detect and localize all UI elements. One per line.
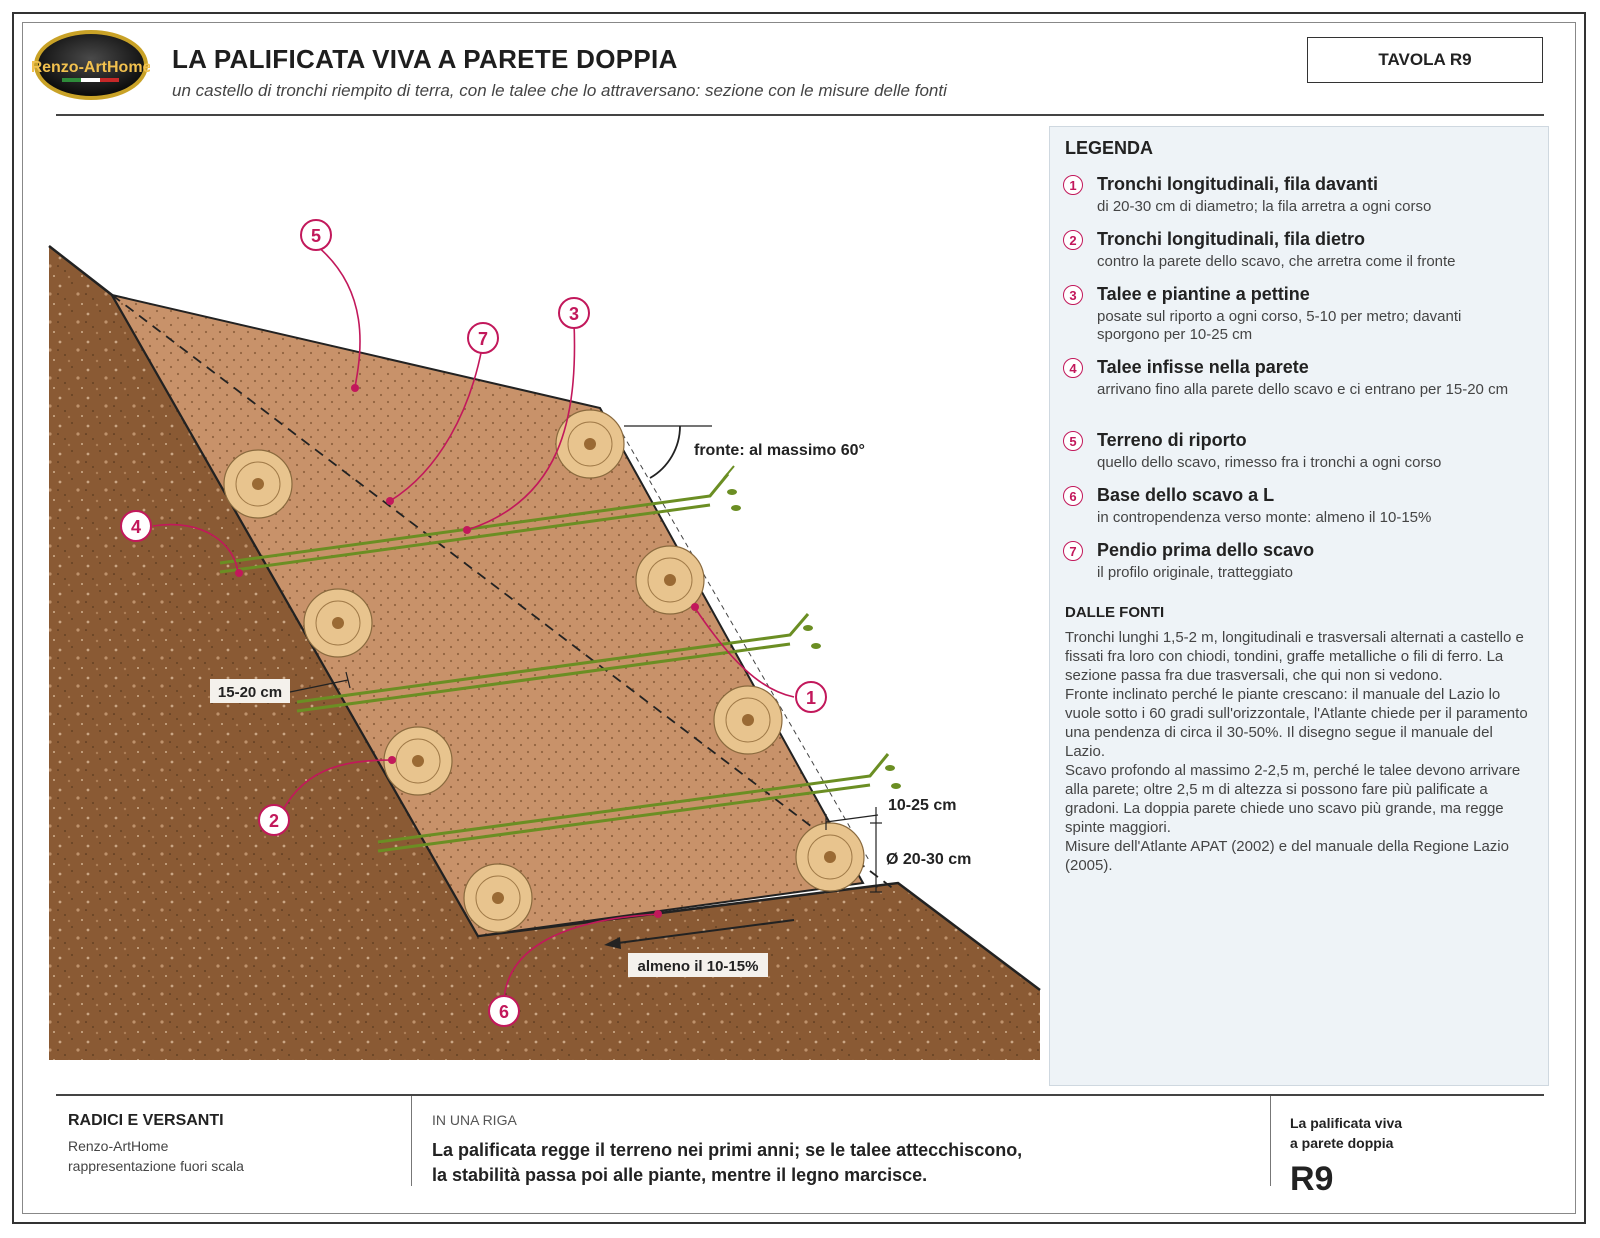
sources-paragraph: Scavo profondo al massimo 2-2,5 m, perch… [1065,762,1521,836]
svg-text:1: 1 [806,688,816,708]
sources-paragraph: Misure dell'Atlante APAT (2002) e del ma… [1065,838,1509,874]
label-slope: almeno il 10-15% [638,958,759,975]
footer-divider [1270,1096,1271,1186]
sources-title: DALLE FONTI [1065,604,1165,621]
cutting-middle [296,613,821,713]
dimension-protrusion: 10-25 cm [825,797,957,830]
svg-text:4: 4 [131,517,141,537]
footer-plate-name-line: La palificata viva [1290,1115,1403,1131]
logo-text: Renzo-ArtHome [32,59,150,76]
svg-text:7: 7 [478,329,488,349]
dimension-penetration: 15-20 cm [210,671,351,703]
outer-frame [12,12,1586,1224]
footer-plate-code: R9 [1290,1160,1334,1198]
callout-1: 1 [795,681,827,713]
callout-3: 3 [558,297,590,329]
cutting-lower [377,753,901,853]
sources-paragraph: Fronte inclinato perché le piante cresca… [1065,686,1528,760]
legend-item-title: Terreno di riporto [1097,430,1247,450]
label-diameter: Ø 20-30 cm [886,851,971,868]
callout-leaders [152,244,795,1012]
legend-number: 4 [1063,358,1083,378]
log-front-4 [795,822,865,892]
legend-item-desc: di 20-30 cm di diametro; la fila arretra… [1097,198,1432,215]
sources-text: Tronchi lunghi 1,5-2 m, longitudinali e … [1065,628,1535,875]
label-penetration: 15-20 cm [218,684,282,701]
callout-6: 6 [488,995,520,1027]
footer-oneline-line: la stabilità passa poi alle piante, ment… [432,1165,928,1185]
log-back-3 [383,726,453,796]
legend-number: 7 [1063,541,1083,561]
footer-oneline-line: La palificata regge il terreno nei primi… [432,1140,1023,1160]
footer-divider [411,1096,412,1186]
callout-7: 7 [467,322,499,354]
legend-number: 1 [1063,175,1083,195]
legend-item-desc: contro la parete dello scavo, che arretr… [1097,253,1456,270]
footer-rule [56,1094,1544,1096]
footer-credits: Renzo-ArtHome rappresentazione fuori sca… [68,1136,244,1176]
header-rule [56,114,1544,116]
sources-paragraph: Tronchi lunghi 1,5-2 m, longitudinali e … [1065,629,1524,684]
legend-item-desc: arrivano fino alla parete dello scavo e … [1097,381,1509,398]
legend-title: LEGENDA [1065,138,1154,158]
front-guide-line [617,425,871,863]
footer-scale-note: rappresentazione fuori scala [68,1158,244,1174]
inner-frame [22,22,1576,1214]
footer-author: Renzo-ArtHome [68,1138,169,1154]
legend-number: 5 [1063,431,1083,451]
cutting-upper [219,465,741,574]
base-slope-arrow: almeno il 10-15% [604,919,795,977]
label-front-angle: fronte: al massimo 60° [694,442,865,459]
legend-number: 6 [1063,486,1083,506]
logo: Renzo-ArtHome [32,30,150,100]
legend-number: 2 [1063,230,1083,250]
callout-4: 4 [120,510,152,542]
legend-item-title: Tronchi longitudinali, fila dietro [1097,229,1365,249]
footer-series: RADICI E VERSANTI [68,1112,224,1129]
front-angle-indicator [624,425,712,479]
footer-plate-name-line: a parete doppia [1290,1135,1394,1151]
label-protrusion: 10-25 cm [888,797,957,814]
log-front-1 [555,409,625,479]
log-back-1 [223,449,293,519]
legend-item-title: Talee infisse nella parete [1097,357,1309,377]
footer-oneline-text: La palificata regge il terreno nei primi… [432,1138,1022,1188]
legend-item-desc: in contropendenza verso monte: almeno il… [1097,509,1432,526]
legend-item-desc: quello dello scavo, rimesso fra i tronch… [1097,454,1442,471]
page-subtitle: un castello di tronchi riempito di terra… [172,81,947,100]
log-front-3 [713,685,783,755]
legend-item-desc: posate sul riporto a ogni corso, 5-10 pe… [1097,308,1462,343]
log-back-2 [303,588,373,658]
legend-item-desc: il profilo originale, tratteggiato [1097,564,1293,581]
dimension-diameter: Ø 20-30 cm [870,822,971,893]
plate-label: TAVOLA R9 [1307,37,1543,83]
cross-section-diagram: 15-20 cm 10-25 cm Ø 20-30 cm almeno il 1… [48,219,1041,1060]
footer-plate-name: La palificata viva a parete doppia [1290,1113,1402,1153]
log-back-4 [463,863,533,933]
svg-text:5: 5 [311,226,321,246]
legend-item-title: Pendio prima dello scavo [1097,540,1315,560]
log-front-2 [635,545,705,615]
legend-number: 3 [1063,285,1083,305]
callout-5: 5 [300,219,332,251]
svg-text:2: 2 [269,811,279,831]
callout-2: 2 [258,804,290,836]
fill-soil [109,293,865,938]
svg-text:3: 3 [569,304,579,324]
footer-oneline-label: IN UNA RIGA [432,1112,517,1128]
legend-item-title: Talee e piantine a pettine [1097,284,1310,304]
legend-item-title: Base dello scavo a L [1097,485,1275,505]
callout-dots [235,384,699,918]
page-title: LA PALIFICATA VIVA A PARETE DOPPIA [172,44,678,74]
legend-panel [1049,126,1549,1086]
svg-text:6: 6 [499,1002,509,1022]
legend-item-title: Tronchi longitudinali, fila davanti [1097,174,1379,194]
